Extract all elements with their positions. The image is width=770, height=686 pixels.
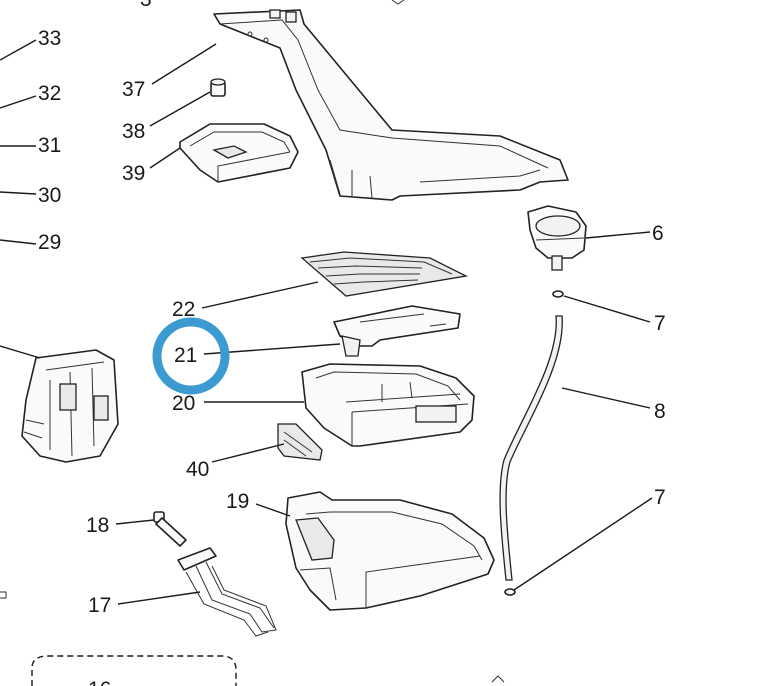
part-7-ring-bottom[interactable]: [504, 588, 516, 596]
edge-fragments: [0, 0, 505, 683]
part-number-labels: 3 33 32 31 30 29 37 38 39 6 7 8 7 22 21 …: [38, 0, 666, 686]
label-40: 40: [186, 458, 209, 481]
part-21-siphon-part[interactable]: [333, 305, 461, 357]
part-6-pressure-switch[interactable]: [527, 205, 587, 271]
label-19: 19: [226, 490, 249, 513]
part-20-dispenser-drawer[interactable]: [301, 363, 475, 447]
part-16-dashed-region: [31, 655, 237, 686]
label-32: 32: [38, 82, 61, 105]
part-8-tube[interactable]: [499, 315, 563, 581]
leader-lines: [0, 39, 653, 605]
label-6: 6: [652, 222, 664, 245]
label-17: 17: [88, 594, 111, 617]
label-16: 16: [88, 678, 111, 686]
label-7-top: 7: [654, 312, 666, 335]
part-7-ring-top[interactable]: [552, 290, 564, 298]
part-38-cap[interactable]: [210, 78, 226, 97]
part-37-top-cover[interactable]: [213, 9, 569, 201]
label-29: 29: [38, 231, 61, 254]
label-21: 21: [174, 344, 197, 367]
highlight-ring: [152, 317, 230, 395]
label-39: 39: [122, 162, 145, 185]
label-18: 18: [86, 514, 109, 537]
part-22-filter-mesh[interactable]: [300, 251, 469, 297]
part-40-insert[interactable]: [277, 423, 323, 461]
label-33: 33: [38, 27, 61, 50]
part-39-tray[interactable]: [179, 123, 299, 183]
label-20: 20: [172, 392, 195, 415]
label-31: 31: [38, 134, 61, 157]
label-22: 22: [172, 298, 195, 321]
label-37: 37: [122, 78, 145, 101]
label-8: 8: [654, 400, 666, 423]
label-7-bottom: 7: [654, 486, 666, 509]
label-3: 3: [140, 0, 152, 11]
part-17-heating-element[interactable]: [177, 547, 277, 637]
label-38: 38: [122, 120, 145, 143]
left-partial-assembly[interactable]: [21, 349, 119, 463]
label-30: 30: [38, 184, 61, 207]
part-19-drawer-housing[interactable]: [285, 491, 495, 611]
part-18-pin[interactable]: [153, 511, 187, 547]
